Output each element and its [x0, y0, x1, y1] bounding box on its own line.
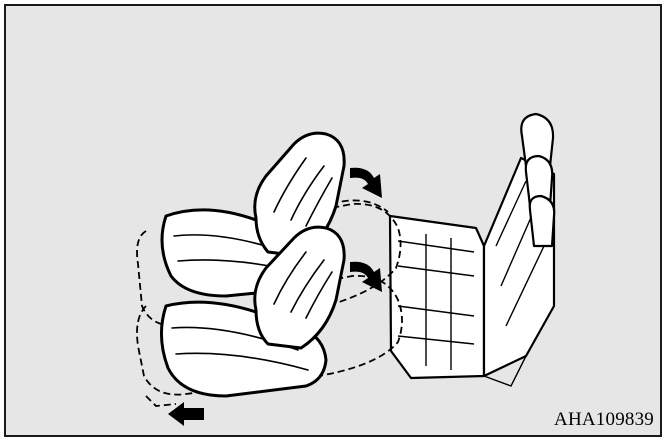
seatback-recline-arrow [350, 168, 382, 198]
figure-code: AHA109839 [554, 409, 654, 431]
rear-seat-cushion [390, 216, 484, 378]
seat-adjustment-illustration [6, 6, 662, 437]
seatback-recline-arrow [350, 262, 382, 292]
illustration-frame: AHA109839 [4, 4, 662, 437]
rear-seat-row [390, 114, 554, 386]
rear-headrest-3 [530, 196, 555, 246]
seat-slide-forward-arrow [168, 402, 204, 426]
